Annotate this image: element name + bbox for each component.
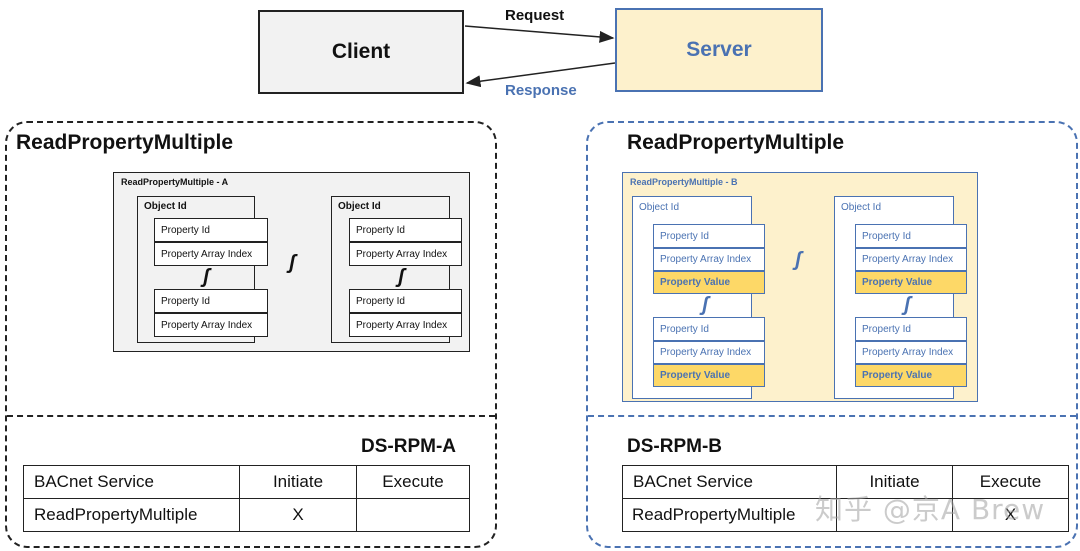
table-header-cell: Execute <box>356 465 470 499</box>
rpm-b-frame-label: ReadPropertyMultiple - B <box>630 177 738 187</box>
property-array-index-cell: Property Array Index <box>349 313 462 337</box>
table-header-cell: BACnet Service <box>23 465 240 499</box>
property-array-index-cell: Property Array Index <box>855 341 967 364</box>
object-label: Object Id <box>639 202 680 213</box>
table-cell: ReadPropertyMultiple <box>23 498 240 532</box>
repeat-symbol: ʃ <box>702 294 709 316</box>
response-arrow <box>465 62 616 88</box>
property-id-cell: Property Id <box>349 289 462 313</box>
table-header-row: BACnet Service Initiate Execute <box>23 465 470 499</box>
table-row: ReadPropertyMultiple X <box>23 498 470 532</box>
repeat-symbol: ʃ <box>398 266 405 288</box>
server-box: Server <box>615 8 823 92</box>
property-id-cell: Property Id <box>349 218 462 242</box>
property-array-index-cell: Property Array Index <box>653 341 765 364</box>
property-value-cell: Property Value <box>653 364 765 387</box>
table-row: ReadPropertyMultiple X <box>622 498 1069 532</box>
table-header-row: BACnet Service Initiate Execute <box>622 465 1069 499</box>
property-value-cell: Property Value <box>855 271 967 294</box>
panel-b-title: ReadPropertyMultiple <box>627 131 845 154</box>
client-label: Client <box>331 40 391 63</box>
property-array-index-cell: Property Array Index <box>855 248 967 271</box>
table-header-cell: Initiate <box>836 465 953 499</box>
table-cell: X <box>952 498 1069 532</box>
table-cell <box>836 498 953 532</box>
property-array-index-cell: Property Array Index <box>653 248 765 271</box>
repeat-symbol: ʃ <box>904 294 911 316</box>
property-id-cell: Property Id <box>653 317 765 341</box>
panel-a-title: ReadPropertyMultiple <box>16 131 234 154</box>
server-label: Server <box>686 38 752 61</box>
service-table-b: BACnet Service Initiate Execute ReadProp… <box>622 465 1069 532</box>
object-label: Object Id <box>841 202 882 213</box>
property-id-cell: Property Id <box>154 218 268 242</box>
panel-b <box>586 121 1078 548</box>
rpm-a-frame-label: ReadPropertyMultiple - A <box>121 177 229 187</box>
property-value-cell: Property Value <box>653 271 765 294</box>
table-header-cell: Initiate <box>239 465 357 499</box>
client-box: Client <box>258 10 464 94</box>
service-table-a: BACnet Service Initiate Execute ReadProp… <box>23 465 470 532</box>
request-arrow <box>464 25 615 43</box>
property-array-index-cell: Property Array Index <box>154 313 268 337</box>
property-id-cell: Property Id <box>653 224 765 248</box>
ds-rpm-b-title: DS-RPM-B <box>627 436 722 457</box>
object-label: Object Id <box>144 201 187 212</box>
property-array-index-cell: Property Array Index <box>154 242 268 266</box>
repeat-symbol: ʃ <box>203 266 210 288</box>
table-cell <box>356 498 470 532</box>
panel-a-divider <box>7 415 495 417</box>
table-cell: X <box>239 498 357 532</box>
object-label: Object Id <box>338 201 381 212</box>
ds-rpm-a-title: DS-RPM-A <box>361 436 456 457</box>
request-label: Request <box>505 7 565 24</box>
property-value-cell: Property Value <box>855 364 967 387</box>
property-id-cell: Property Id <box>154 289 268 313</box>
table-cell: ReadPropertyMultiple <box>622 498 837 532</box>
watermark: 知乎 @京A Brew <box>815 493 1046 526</box>
table-header-cell: BACnet Service <box>622 465 837 499</box>
panel-b-divider <box>588 415 1076 417</box>
property-array-index-cell: Property Array Index <box>349 242 462 266</box>
panel-a <box>5 121 497 548</box>
property-id-cell: Property Id <box>855 317 967 341</box>
repeat-symbol: ʃ <box>795 249 802 271</box>
response-label: Response <box>505 82 577 99</box>
repeat-symbol: ʃ <box>289 252 296 274</box>
property-id-cell: Property Id <box>855 224 967 248</box>
table-header-cell: Execute <box>952 465 1069 499</box>
